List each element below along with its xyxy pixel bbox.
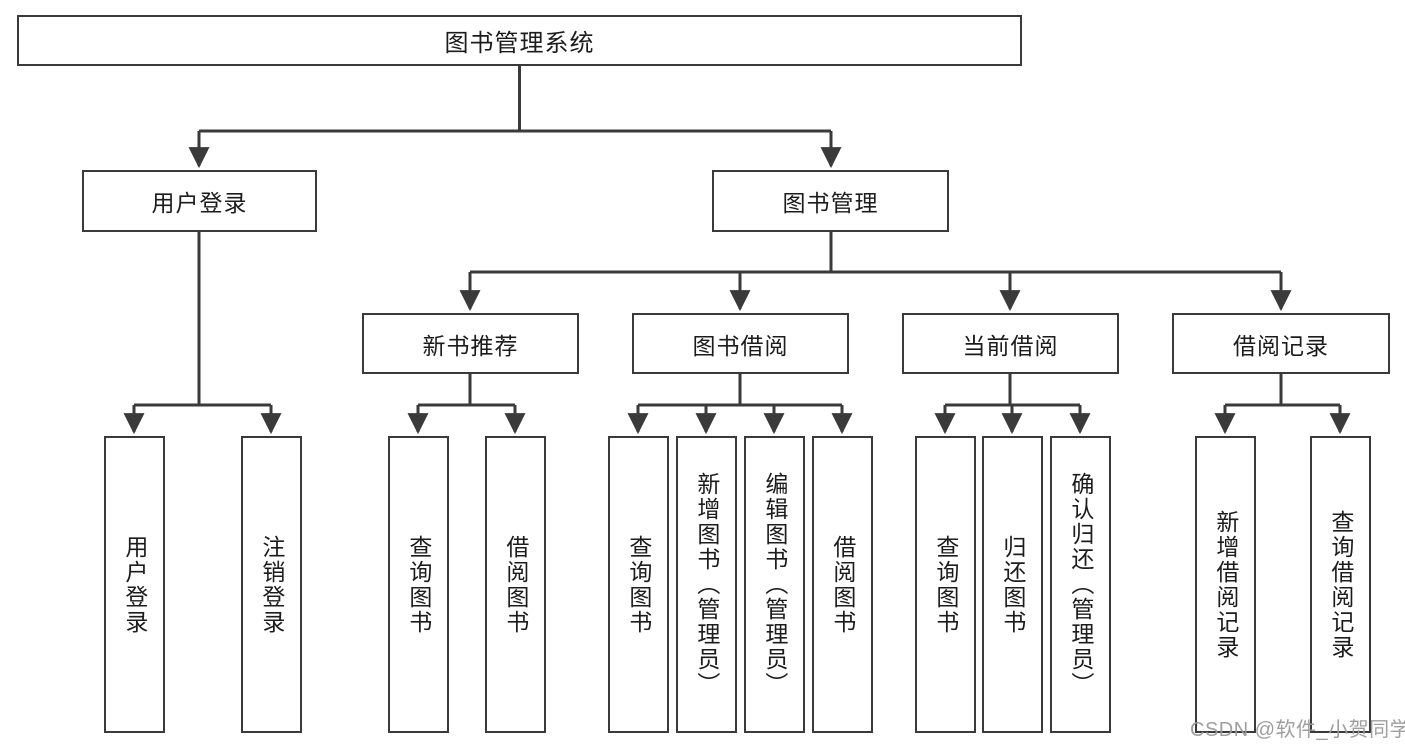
leaf-label: 借阅图书 — [502, 534, 529, 635]
leaf-book-borrow-query[interactable]: 查询图书 — [608, 436, 669, 733]
leaf-book-borrow-borrow[interactable]: 借阅图书 — [812, 436, 873, 733]
leaf-book-borrow-add[interactable]: 新增图书（管理员） — [676, 436, 737, 733]
node-user-login-label: 用户登录 — [151, 190, 248, 216]
leaf-current-borrow-confirm[interactable]: 确认归还（管理员） — [1050, 436, 1111, 733]
node-borrow-record-label: 借阅记录 — [1233, 332, 1329, 359]
node-book-borrow-label: 图书借阅 — [692, 332, 789, 359]
leaf-label: 确认归还（管理员） — [1067, 472, 1094, 697]
csdn-watermark: CSDN @软件_小贺同学 — [1190, 719, 1405, 741]
leaf-user-login-login[interactable]: 用户登录 — [104, 436, 165, 733]
node-current-borrow[interactable]: 当前借阅 — [902, 313, 1119, 374]
leaf-current-borrow-query[interactable]: 查询图书 — [915, 436, 976, 733]
node-current-borrow-label: 当前借阅 — [962, 332, 1059, 359]
leaf-label: 编辑图书（管理员） — [761, 472, 788, 697]
leaf-label: 用户登录 — [121, 534, 148, 635]
leaf-label: 查询借阅记录 — [1327, 509, 1354, 660]
node-new-book-recommend-label: 新书推荐 — [422, 332, 519, 359]
node-book-borrow[interactable]: 图书借阅 — [632, 313, 849, 374]
leaf-label: 查询图书 — [405, 534, 432, 635]
node-book-manage[interactable]: 图书管理 — [712, 170, 949, 232]
node-user-login[interactable]: 用户登录 — [82, 170, 317, 232]
leaf-user-login-logout[interactable]: 注销登录 — [241, 436, 302, 733]
leaf-label: 注销登录 — [258, 534, 285, 635]
node-book-manage-label: 图书管理 — [782, 190, 879, 216]
node-root[interactable]: 图书管理系统 — [17, 15, 1022, 66]
leaf-label: 归还图书 — [999, 534, 1026, 635]
leaf-current-borrow-return[interactable]: 归还图书 — [982, 436, 1043, 733]
node-root-label: 图书管理系统 — [444, 30, 595, 57]
leaf-label: 查询图书 — [625, 534, 652, 635]
node-new-book-recommend[interactable]: 新书推荐 — [362, 313, 579, 374]
leaf-new-book-borrow[interactable]: 借阅图书 — [485, 436, 546, 733]
leaf-borrow-record-add[interactable]: 新增借阅记录 — [1195, 436, 1256, 733]
leaf-new-book-query[interactable]: 查询图书 — [388, 436, 449, 733]
leaf-label: 借阅图书 — [829, 534, 856, 635]
node-borrow-record[interactable]: 借阅记录 — [1172, 313, 1390, 374]
leaf-label: 新增图书（管理员） — [693, 472, 720, 697]
leaf-label: 查询图书 — [932, 534, 959, 635]
leaf-book-borrow-edit[interactable]: 编辑图书（管理员） — [744, 436, 805, 733]
leaf-label: 新增借阅记录 — [1212, 509, 1239, 660]
leaf-borrow-record-query[interactable]: 查询借阅记录 — [1310, 436, 1371, 733]
